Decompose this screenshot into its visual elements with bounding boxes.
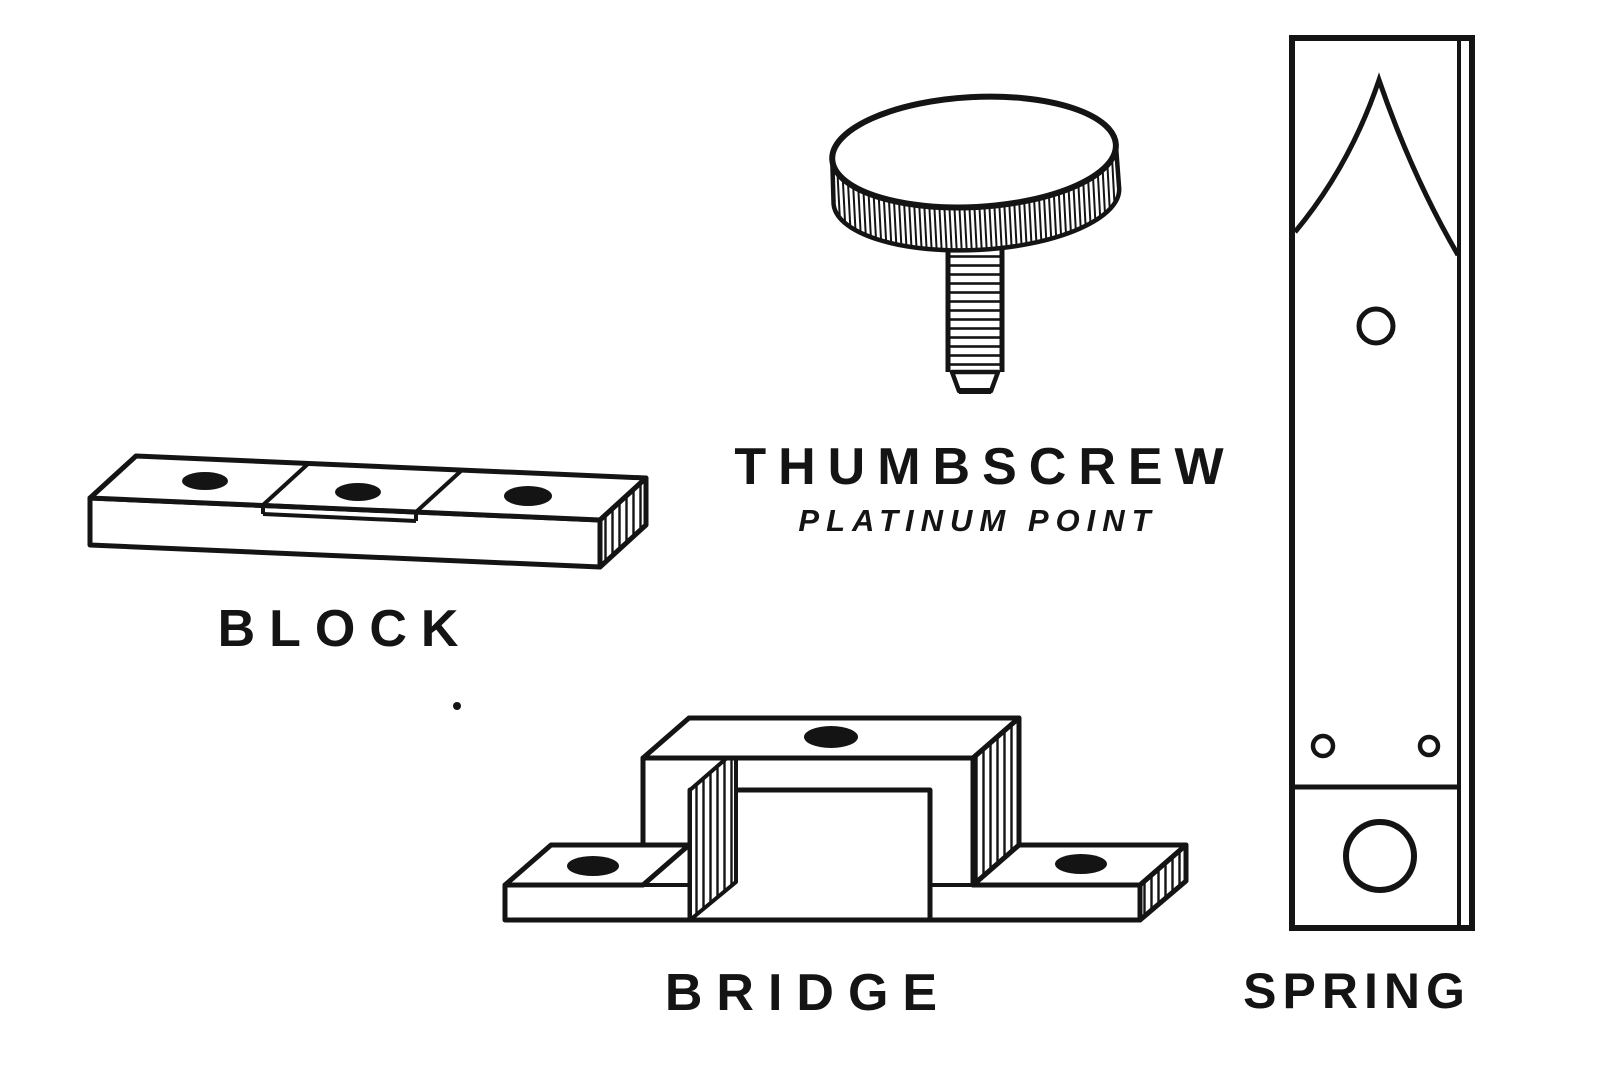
- spring-strip: [1289, 35, 1475, 931]
- block-hole-right: [504, 486, 552, 506]
- block-label: BLOCK: [218, 600, 473, 658]
- block-end-face: [597, 475, 649, 570]
- bridge-hole-left-foot: [567, 856, 619, 876]
- bridge-right-column-side: [970, 715, 1022, 888]
- bridge-label: BRIDGE: [665, 964, 951, 1022]
- thumbscrew-head: [829, 93, 1119, 211]
- block-figure: [87, 453, 649, 570]
- thumbscrew-sublabel: PLATINUM POINT: [798, 503, 1157, 538]
- bridge-hole-right-foot: [1055, 854, 1107, 874]
- thumbscrew-figure: [829, 93, 1122, 394]
- print-speck: [453, 702, 461, 710]
- block-hole-middle: [335, 483, 381, 501]
- spring-hole-upper: [1356, 306, 1396, 346]
- spring-label: SPRING: [1243, 963, 1471, 1019]
- block-recess: [261, 461, 464, 523]
- bridge-front-face: [502, 755, 1143, 923]
- bridge-arch-inner-face: [688, 748, 738, 922]
- bridge-figure: [502, 715, 1189, 923]
- spring-hole-small-right: [1417, 734, 1441, 758]
- thumbscrew-shank: [945, 235, 1005, 394]
- bridge-hole-deck: [804, 726, 858, 748]
- block-hole-left: [182, 472, 228, 490]
- spring-point-curve: [1293, 72, 1461, 257]
- spring-hole-small-left: [1310, 733, 1336, 759]
- spring-figure: [1289, 35, 1475, 931]
- thumbscrew-label: THUMBSCREW: [734, 438, 1235, 496]
- spring-hole-large: [1343, 819, 1417, 893]
- bridge-right-foot-end: [1137, 842, 1189, 923]
